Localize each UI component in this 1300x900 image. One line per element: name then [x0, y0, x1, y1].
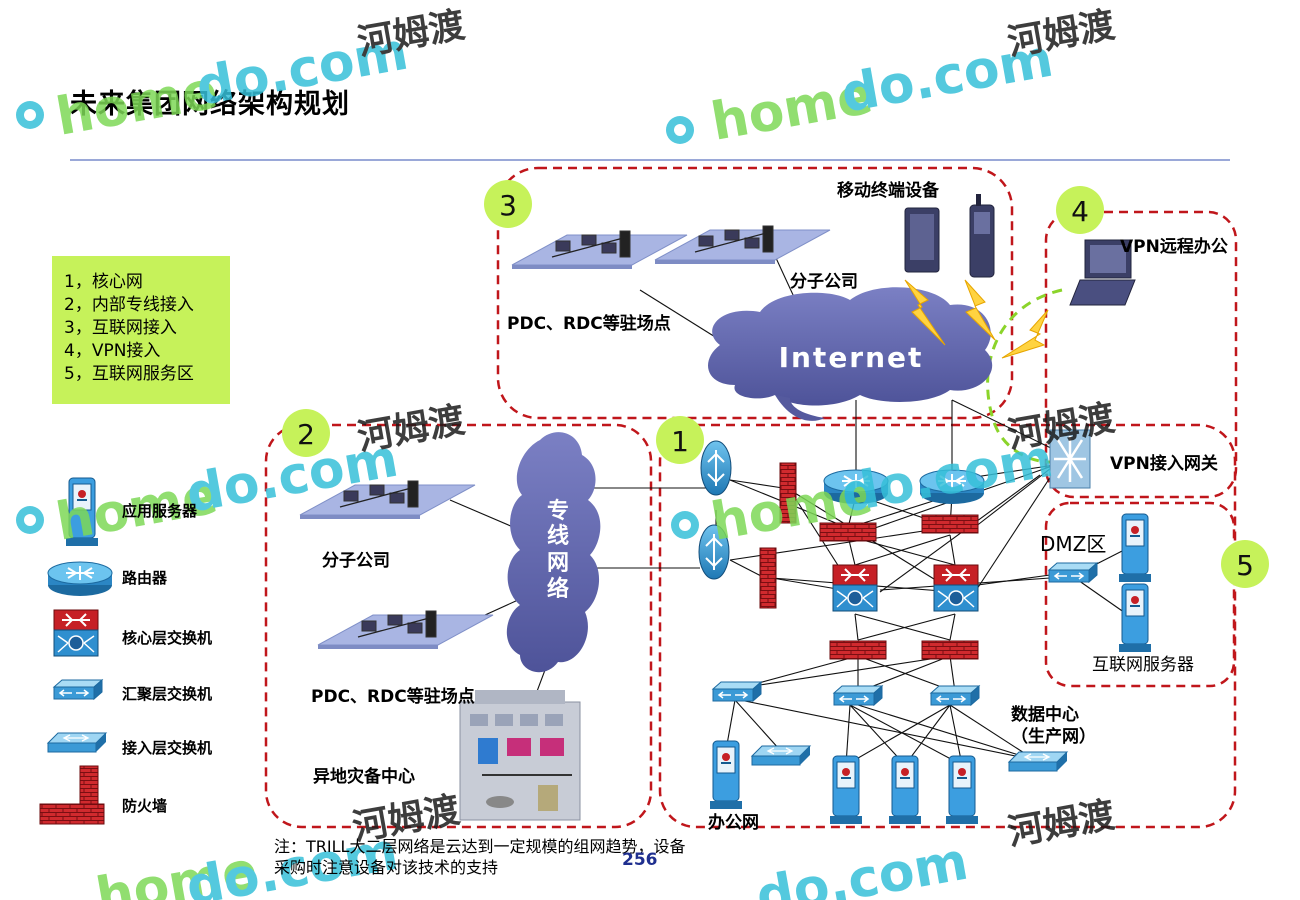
- firewall-bottom-1: [829, 640, 887, 660]
- key-label-core-switch: 核心层交换机: [122, 629, 213, 647]
- branch-top-label: 分子公司: [790, 272, 858, 292]
- disaster-recovery-building: [459, 690, 581, 821]
- aggregation-switch-2: [833, 685, 883, 706]
- internet-servers-label: 互联网服务器: [1092, 655, 1194, 675]
- zone3-boundary: [496, 166, 1014, 420]
- firewall-icon: [39, 765, 105, 825]
- laptop-icon: [1069, 239, 1136, 306]
- private-line-label-2: 线: [547, 523, 569, 549]
- zone-legend-item: 2，内部专线接入: [64, 295, 194, 315]
- zone-legend-item: 1，核心网: [64, 272, 143, 292]
- mobile-devices: [904, 194, 995, 278]
- app-server-dc-2: [888, 755, 922, 825]
- zone-badges: [282, 180, 1269, 588]
- zone5-boundary: [1044, 501, 1236, 688]
- pdc-rdc-top-label: PDC、RDC等驻场点: [507, 314, 671, 334]
- access-switch-2: [1008, 751, 1068, 772]
- aggregation-switch-3: [930, 685, 980, 706]
- page-title: 未来集团网络架构规划: [70, 89, 350, 120]
- key-label-app-server: 应用服务器: [122, 502, 198, 520]
- svg-text:河姆渡: 河姆渡: [1004, 5, 1117, 64]
- zone3-badge: 3: [499, 189, 517, 222]
- footnote: 注：TRILL大二层网络是云达到一定规模的组网趋势，设备 采购时注意设备对该技术…: [274, 836, 754, 878]
- app-server-office: [709, 740, 743, 810]
- access-switch-1: [751, 745, 811, 766]
- site-branch-top: [654, 225, 831, 265]
- private-line-cloud: [506, 432, 601, 673]
- site-pdc-rdc-left: [317, 610, 494, 650]
- svg-text:河姆渡: 河姆渡: [1004, 795, 1117, 854]
- title-rule: [70, 159, 1230, 161]
- zone4-badge: 4: [1071, 195, 1089, 228]
- key-label-aggregation-switch: 汇聚层交换机: [122, 685, 213, 703]
- firewall-bottom-2: [921, 640, 979, 660]
- private-line-label-1: 专: [547, 498, 569, 524]
- pdc-rdc-left-label: PDC、RDC等驻场点: [311, 687, 475, 707]
- data-center-label: 数据中心: [1011, 705, 1079, 725]
- svg-text:河姆渡: 河姆渡: [354, 400, 467, 459]
- internet-server-1: [1118, 513, 1152, 583]
- zone-legend-item: 5，互联网服务区: [64, 364, 194, 384]
- zone1-badge: 1: [671, 425, 689, 458]
- data-center-sublabel: （生产网）: [1011, 727, 1096, 747]
- vpn-gateway-device: [1049, 429, 1091, 489]
- internet-cloud-label: Internet: [779, 341, 924, 374]
- key-label-access-switch: 接入层交换机: [122, 739, 213, 757]
- core-switch-2: [933, 564, 979, 612]
- watermark-cn: 河姆渡: [354, 5, 467, 64]
- page-number: 256: [622, 850, 658, 870]
- internet-server-2: [1118, 583, 1152, 653]
- app-server-dc-3: [945, 755, 979, 825]
- vpn-gateway-label: VPN接入网关: [1110, 454, 1218, 474]
- zone4-boundary: [1044, 210, 1238, 499]
- router-left-top: [700, 440, 732, 496]
- zone-legend-box: 1，核心网 2，内部专线接入 3，互联网接入 4，VPN接入 5，互联网服务区: [52, 256, 230, 404]
- key-label-router: 路由器: [122, 569, 168, 587]
- firewall-top-2: [921, 514, 979, 534]
- key-label-firewall: 防火墙: [122, 797, 168, 815]
- vpn-tunnel: [986, 288, 1063, 464]
- zone2-boundary: [264, 423, 653, 829]
- zone-legend-item: 4，VPN接入: [64, 341, 161, 361]
- core-switch-1: [832, 564, 878, 612]
- zone2-badge: 2: [297, 418, 315, 451]
- mobile-devices-label: 移动终端设备: [837, 181, 939, 201]
- wireless-bolts: [904, 279, 1049, 359]
- footnote-line-2: 采购时注意设备对该技术的支持: [274, 858, 499, 877]
- dmz-label: DMZ区: [1040, 532, 1107, 556]
- app-server-dc-1: [829, 755, 863, 825]
- access-switch-icon: [47, 732, 107, 753]
- aggregation-switch-1: [712, 681, 762, 702]
- aggregation-switch-icon: [53, 679, 103, 700]
- private-line-label-4: 络: [547, 576, 569, 602]
- router-icon: [47, 561, 113, 597]
- office-network-label: 办公网: [708, 813, 759, 833]
- disaster-recovery-label: 异地灾备中心: [313, 767, 415, 787]
- core-switch-icon: [53, 609, 99, 657]
- footnote-line-1: 注：TRILL大二层网络是云达到一定规模的组网趋势，设备: [274, 837, 686, 856]
- firewall-left-2: [759, 547, 777, 609]
- zone5-badge: 5: [1236, 549, 1254, 582]
- svg-text:do.com: do.com: [752, 832, 973, 900]
- branch-left-label: 分子公司: [322, 551, 390, 571]
- svg-text:河姆渡: 河姆渡: [1004, 398, 1117, 457]
- zone-legend-item: 3，互联网接入: [64, 318, 177, 338]
- vpn-remote-office-label: VPN远程办公: [1120, 237, 1228, 257]
- private-line-label-3: 网: [547, 551, 569, 576]
- aggregation-switch-dmz: [1048, 562, 1098, 583]
